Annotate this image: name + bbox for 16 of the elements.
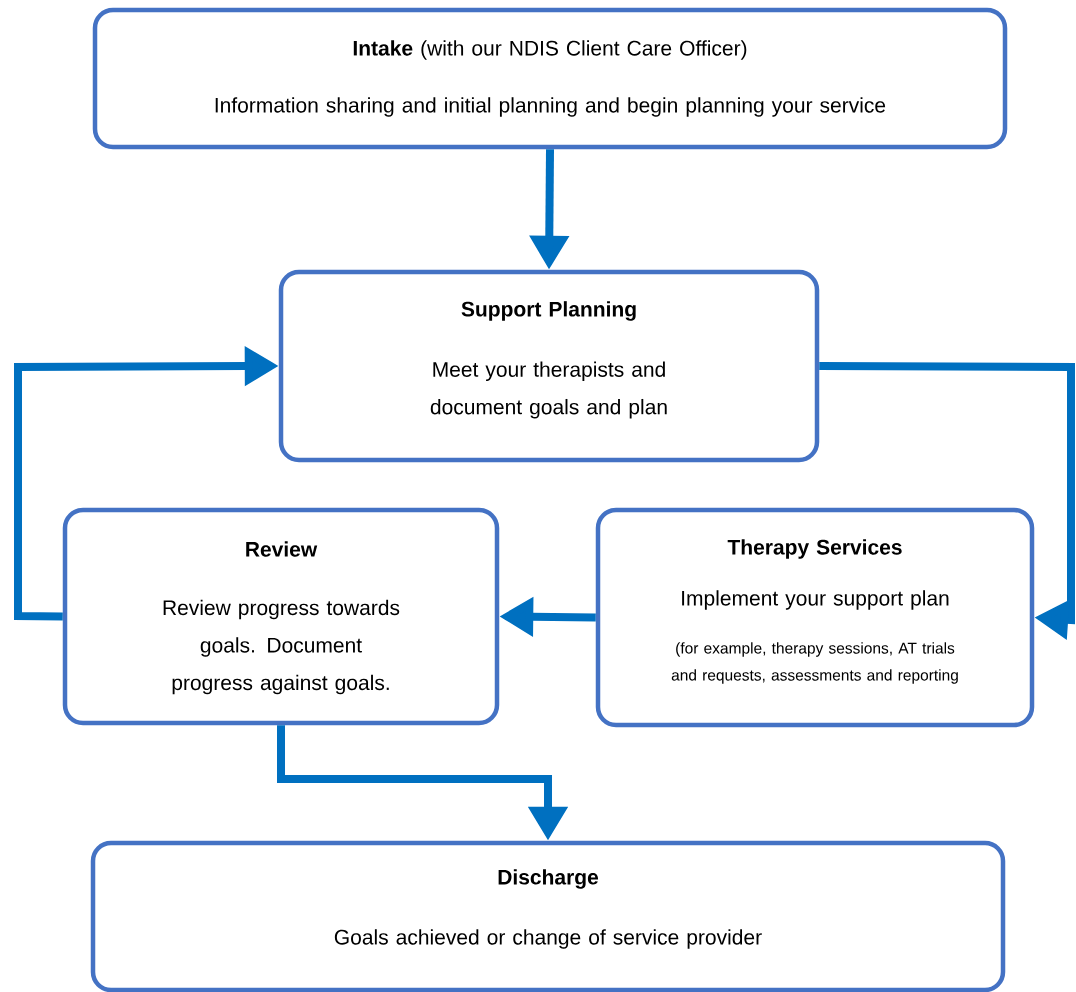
- box-text: Intake (with our NDIS Client Care Officer): [353, 40, 747, 60]
- process-box: [92, 7, 1008, 150]
- process-box: [595, 507, 1035, 728]
- box-heading: Support Planning: [461, 301, 636, 321]
- box-heading: Discharge: [498, 869, 599, 889]
- box-text: (for example, therapy sessions, AT trials and requests, assessments and reporting: [671, 642, 958, 684]
- process-box: [90, 840, 1006, 992]
- process-box: [278, 269, 820, 463]
- box-text: Review progress towards goals. Document progress against goals.: [163, 599, 400, 695]
- box-heading: Review: [246, 541, 318, 557]
- box-text: Implement your support plan: [682, 590, 949, 610]
- box-text: Goals achieved or change of service provider: [334, 929, 762, 949]
- process-box: [62, 507, 500, 726]
- box-heading: Therapy Services: [727, 539, 902, 559]
- box-text: Information sharing and initial planning and begin planning your service: [215, 97, 886, 117]
- box-text: Meet your therapists and document goals and plan: [430, 361, 667, 419]
